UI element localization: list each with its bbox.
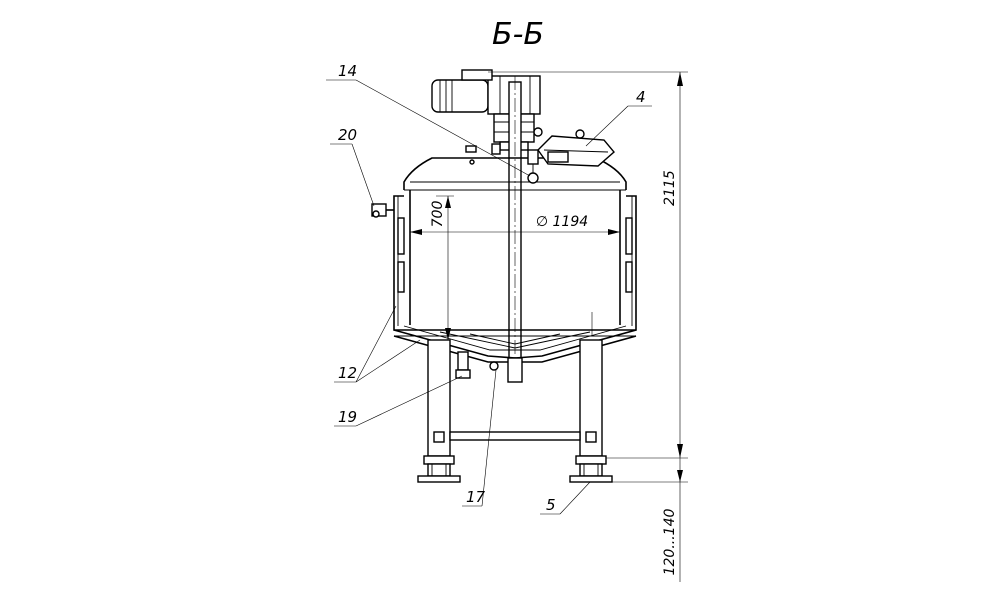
- side-valve: [371, 203, 394, 218]
- dimension-lines: [410, 71, 688, 582]
- callout-14: 14: [338, 62, 357, 80]
- vessel-body: [393, 157, 637, 363]
- callout-4: 4: [636, 88, 646, 106]
- bottom-fittings: [455, 351, 523, 383]
- section-title: Б-Б: [492, 17, 544, 52]
- callout-19: 19: [338, 408, 357, 426]
- agitator-shaft: [508, 76, 522, 384]
- callout-leaders: [326, 79, 652, 515]
- dim-leg-adjust: 120...140: [662, 509, 678, 576]
- dim-diameter: ∅ 1194: [536, 214, 588, 230]
- callout-20: 20: [338, 126, 357, 144]
- callout-17: 17: [466, 488, 486, 506]
- callout-5: 5: [546, 496, 556, 514]
- callout-12: 12: [338, 364, 357, 382]
- support-legs: [417, 339, 613, 483]
- dim-total-height: 2115: [662, 170, 678, 206]
- dim-level: 700: [430, 201, 446, 228]
- top-fittings: [465, 127, 615, 184]
- drive-motor: [431, 69, 541, 151]
